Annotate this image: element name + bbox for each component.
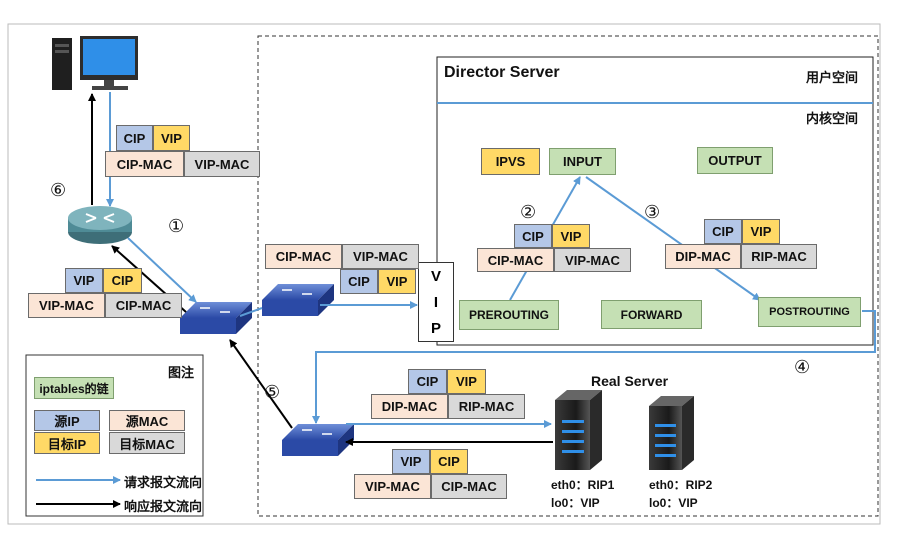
packet-step3-dst-mac: RIP-MAC — [741, 244, 817, 269]
step-5-marker: ⑤ — [264, 382, 281, 402]
packet-router-side-dst-mac: CIP-MAC — [105, 293, 182, 318]
real-server-1-eth: eth0：RIP1 — [551, 478, 615, 492]
step-3-marker: ③ — [644, 202, 661, 222]
packet-bottom-req-src-mac: DIP-MAC — [371, 394, 448, 419]
packet-bottom-req-dst-mac: RIP-MAC — [448, 394, 525, 419]
switch-middle-icon — [262, 284, 334, 316]
step-1-marker: ① — [168, 216, 185, 236]
legend-request-label: 请求报文流向 — [124, 475, 203, 490]
vip-letter-v: V — [430, 267, 441, 285]
packet-top-left-src-mac: CIP-MAC — [105, 151, 184, 177]
request-arrow-input-to-postrouting — [585, 176, 761, 301]
chain-output: OUTPUT — [697, 147, 773, 174]
packet-top-left-dst-mac: VIP-MAC — [184, 151, 260, 177]
dashed-boundary — [257, 35, 879, 517]
chain-ipvs: IPVS — [481, 148, 540, 175]
client-computer-icon — [52, 36, 138, 90]
packet-step3-dst-ip: VIP — [742, 219, 780, 244]
packet-router-side-src-mac: VIP-MAC — [28, 293, 105, 318]
legend-dst-mac: 目标MAC — [109, 432, 185, 454]
real-server-2-icon — [649, 396, 694, 470]
legend-chain: iptables的链 — [34, 377, 114, 399]
chain-postrouting: POSTROUTING — [758, 297, 861, 327]
packet-bottom-req-src-ip: CIP — [408, 369, 447, 394]
packet-mid-left-dst-ip: VIP — [378, 269, 416, 294]
packet-step2-dst-ip: VIP — [552, 224, 590, 248]
director-server-title: Director Server — [444, 64, 560, 81]
kernel-space-label: 内核空间 — [806, 111, 859, 126]
real-server-2-lo: lo0：VIP — [649, 496, 698, 510]
packet-router-side-dst-ip: CIP — [103, 268, 142, 293]
packet-top-left-src-ip: CIP — [116, 125, 153, 151]
step-6-marker: ⑥ — [50, 180, 67, 200]
packet-bottom-resp-src-mac: VIP-MAC — [354, 474, 431, 499]
packet-step2-dst-mac: VIP-MAC — [554, 248, 631, 272]
legend-dst-ip: 目标IP — [34, 432, 100, 454]
switch-left-icon — [180, 302, 252, 334]
packet-bottom-resp-src-ip: VIP — [392, 449, 430, 474]
outer-frame — [7, 23, 881, 525]
packet-top-left-dst-ip: VIP — [153, 125, 190, 151]
director-server-box — [436, 56, 874, 346]
packet-router-side-src-ip: VIP — [65, 268, 103, 293]
packet-bottom-resp-dst-mac: CIP-MAC — [431, 474, 507, 499]
packet-step2-src-mac: CIP-MAC — [477, 248, 554, 272]
legend-title: 图注 — [168, 365, 195, 380]
chain-input: INPUT — [549, 148, 616, 175]
chain-prerouting: PREROUTING — [459, 300, 559, 330]
packet-step2-src-ip: CIP — [514, 224, 552, 248]
step-2-marker: ② — [520, 202, 537, 222]
request-arrow-router-to-switch — [127, 237, 197, 303]
step-4-marker: ④ — [794, 357, 811, 377]
vip-letter-i: I — [433, 293, 439, 311]
request-arrow-postrouting-to-switch — [312, 310, 876, 424]
request-arrow-switch-to-switch — [239, 307, 263, 317]
packet-bottom-resp-dst-ip: CIP — [430, 449, 468, 474]
packet-mid-left-dst-mac: VIP-MAC — [342, 244, 419, 269]
vip-interface: V I P — [418, 262, 454, 342]
vip-letter-p: P — [430, 319, 441, 337]
user-space-label: 用户空间 — [806, 70, 859, 85]
response-arrow-switchb-to-switchl — [229, 339, 293, 429]
packet-step3-src-mac: DIP-MAC — [665, 244, 741, 269]
switch-bottom-icon — [282, 424, 354, 456]
packet-mid-left-src-mac: CIP-MAC — [265, 244, 342, 269]
chain-forward: FORWARD — [601, 300, 702, 329]
legend-src-mac: 源MAC — [109, 410, 185, 431]
real-server-1-lo: lo0：VIP — [551, 496, 600, 510]
real-server-2-eth: eth0：RIP2 — [649, 478, 713, 492]
packet-step3-src-ip: CIP — [704, 219, 742, 244]
real-server-title: Real Server — [591, 373, 669, 389]
legend-src-ip: 源IP — [34, 410, 100, 431]
packet-bottom-req-dst-ip: VIP — [447, 369, 486, 394]
legend-frame — [25, 354, 204, 517]
router-icon — [68, 206, 132, 244]
real-server-1-icon — [555, 390, 602, 470]
legend-response-label: 响应报文流向 — [124, 499, 203, 514]
packet-mid-left-src-ip: CIP — [340, 269, 378, 294]
